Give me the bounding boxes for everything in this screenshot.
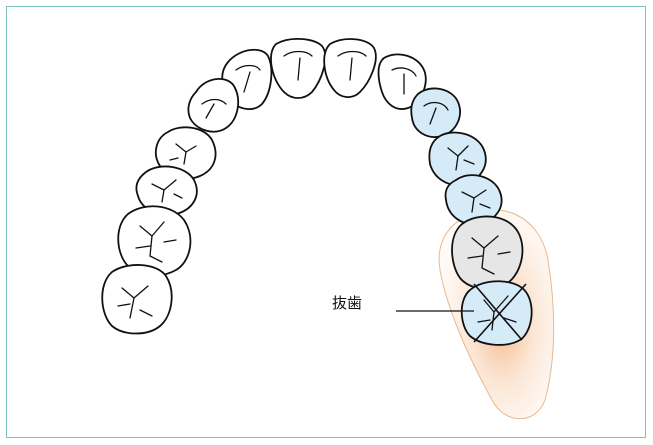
tooth-canine-left — [188, 79, 238, 132]
tooth-molar-right-gray — [452, 216, 522, 288]
tooth-molar-right-extracted — [462, 281, 532, 345]
tooth-canine-right — [411, 88, 460, 137]
extraction-label: 抜歯 — [332, 294, 362, 312]
tooth-central-right — [324, 39, 376, 97]
tooth-molar-left-2 — [102, 265, 171, 334]
tooth-central-left — [271, 39, 325, 98]
